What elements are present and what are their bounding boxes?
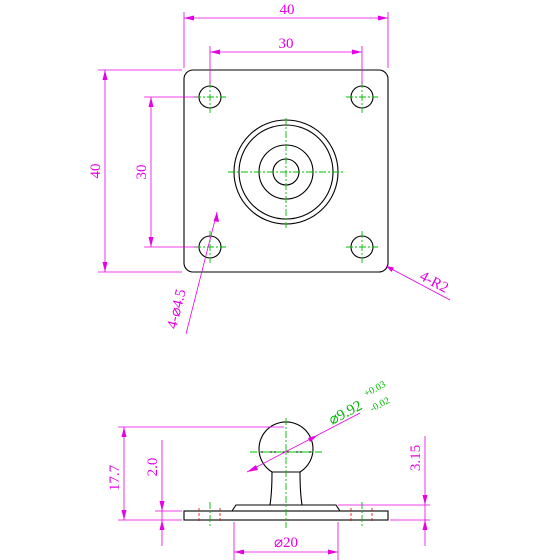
- dim-hole-spacing-y-label: 30: [134, 165, 150, 180]
- ball-diameter-label: ⌀9.92: [326, 398, 365, 429]
- dim-neck-height: 3.15: [338, 436, 430, 546]
- dim-total-height: 17.7: [107, 426, 284, 521]
- side-view: ⌀9.92 +0.03 -0.02 17.7 2.0: [107, 379, 430, 560]
- ball-diameter-callout: ⌀9.92 +0.03 -0.02: [246, 379, 392, 473]
- hidden-hole-lines: [198, 508, 373, 523]
- plate-outline: [183, 69, 389, 273]
- dim-base-diameter: ⌀20: [233, 522, 339, 560]
- hole-centerlines: [194, 81, 378, 263]
- corner-radius-callout: 4-R2: [385, 265, 451, 301]
- dim-plate-thickness: 2.0: [145, 440, 182, 546]
- dim-hole-spacing-x: 30: [209, 36, 363, 84]
- dim-base-diameter-label: ⌀20: [274, 535, 298, 551]
- top-view: 40 30 40 30: [88, 2, 451, 335]
- dim-overall-width: 40: [183, 2, 389, 68]
- dim-overall-height: 40: [88, 69, 182, 273]
- corner-radius-label: 4-R2: [417, 268, 451, 296]
- dim-hole-spacing-y: 30: [134, 96, 198, 248]
- hole-callout: 4-⌀4.5: [164, 211, 219, 335]
- dim-plate-thickness-label: 2.0: [145, 458, 161, 477]
- dim-overall-width-label: 40: [280, 2, 295, 18]
- hole-callout-label: 4-⌀4.5: [164, 288, 189, 331]
- dim-overall-height-label: 40: [88, 164, 104, 179]
- dim-total-height-label: 17.7: [107, 464, 123, 491]
- dim-neck-height-label: 3.15: [408, 445, 424, 471]
- dim-hole-spacing-x-label: 30: [279, 36, 294, 52]
- ball-tolerance-lower: -0.02: [368, 395, 392, 414]
